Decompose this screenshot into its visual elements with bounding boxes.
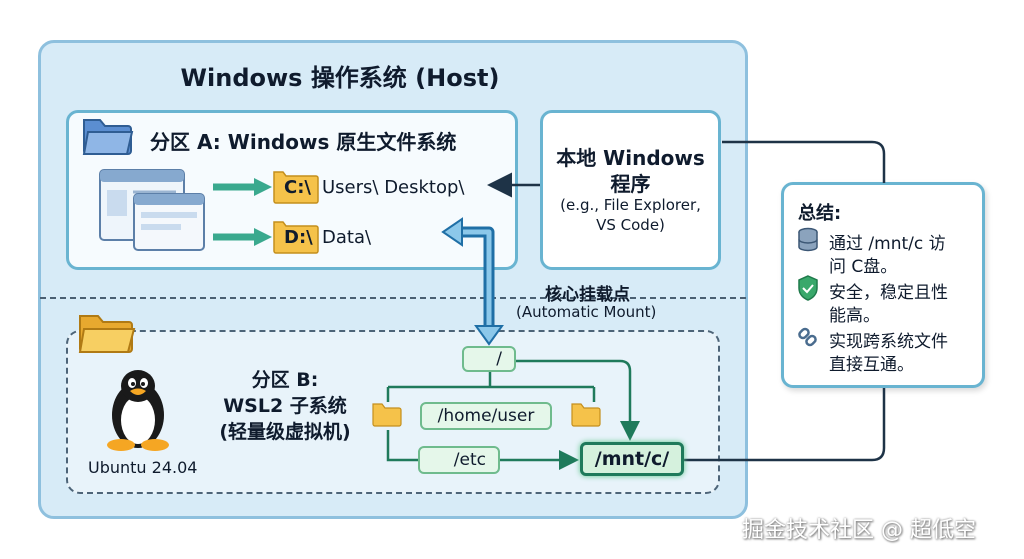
c-drive-label: C:\ (284, 177, 311, 198)
mnt-c-node: /mnt/c/ (580, 442, 684, 476)
host-title: Windows 操作系统 (Host) (180, 64, 500, 92)
d-drive-arrow (213, 228, 272, 246)
c-drive-folder-icon (273, 171, 319, 204)
users-desktop-path: Users\ Desktop\ (322, 177, 465, 198)
left-folder-icon (372, 403, 402, 427)
native-to-summary-connector (722, 140, 886, 183)
home-user-node: /home/user (420, 402, 552, 430)
summary-item3-line2: 直接互通。 (829, 355, 914, 375)
host-divider (40, 297, 746, 299)
mnt-c-label: /mnt/c/ (594, 448, 670, 470)
data-path: Data\ (322, 227, 372, 248)
native-programs-example-line1: (e.g., File Explorer, (560, 196, 701, 214)
summary-item2-line1: 安全，稳定且性 (829, 283, 948, 303)
mount-point-title: 核心挂载点 (545, 285, 630, 305)
link-icon (798, 327, 817, 347)
etc-node: /etc (418, 446, 500, 474)
app-window-icon (99, 169, 205, 251)
partition-b-title-line2: WSL2 子系统 (223, 395, 347, 417)
ubuntu-version-label: Ubuntu 24.04 (88, 458, 198, 477)
etc-label: /etc (453, 450, 486, 470)
native-programs-panel (540, 110, 721, 270)
shield-check-icon (798, 275, 818, 301)
partition-b-folder-icon (78, 315, 136, 353)
mount-double-arrow (441, 217, 504, 346)
summary-item1-line1: 通过 /mnt/c 访 (829, 234, 946, 254)
database-icon (798, 227, 818, 252)
c-drive-arrow (213, 178, 272, 196)
d-drive-folder-icon (273, 221, 319, 254)
native-programs-example-line2: VS Code) (596, 216, 665, 234)
d-drive-label: D:\ (284, 227, 313, 248)
linux-root-node: / (462, 346, 516, 372)
partition-a-folder-icon (82, 119, 134, 155)
summary-item1-line2: 问 C盘。 (829, 257, 898, 277)
tux-linux-icon (107, 370, 169, 451)
summary-item2-line2: 能高。 (829, 306, 880, 326)
linux-root-label: / (496, 349, 502, 369)
home-user-label: /home/user (437, 406, 535, 426)
partition-b-title-line1: 分区 B: (251, 369, 319, 391)
partition-b-title-line3: (轻量级虚拟机) (219, 421, 351, 443)
native-programs-title-line2: 程序 (610, 172, 651, 196)
mount-point-subtitle: (Automatic Mount) (516, 303, 657, 321)
watermark: 掘金技术社区 @ 超低空 (742, 518, 976, 543)
right-folder-icon (571, 403, 601, 427)
partition-a-title: 分区 A: Windows 原生文件系统 (150, 130, 457, 154)
linux-tree-connectors (386, 359, 640, 470)
summary-item3-line1: 实现跨系统文件 (829, 332, 948, 352)
native-programs-title-line1: 本地 Windows (556, 146, 705, 170)
summary-title: 总结: (798, 203, 842, 224)
summary-to-mnt-connector (683, 388, 886, 462)
